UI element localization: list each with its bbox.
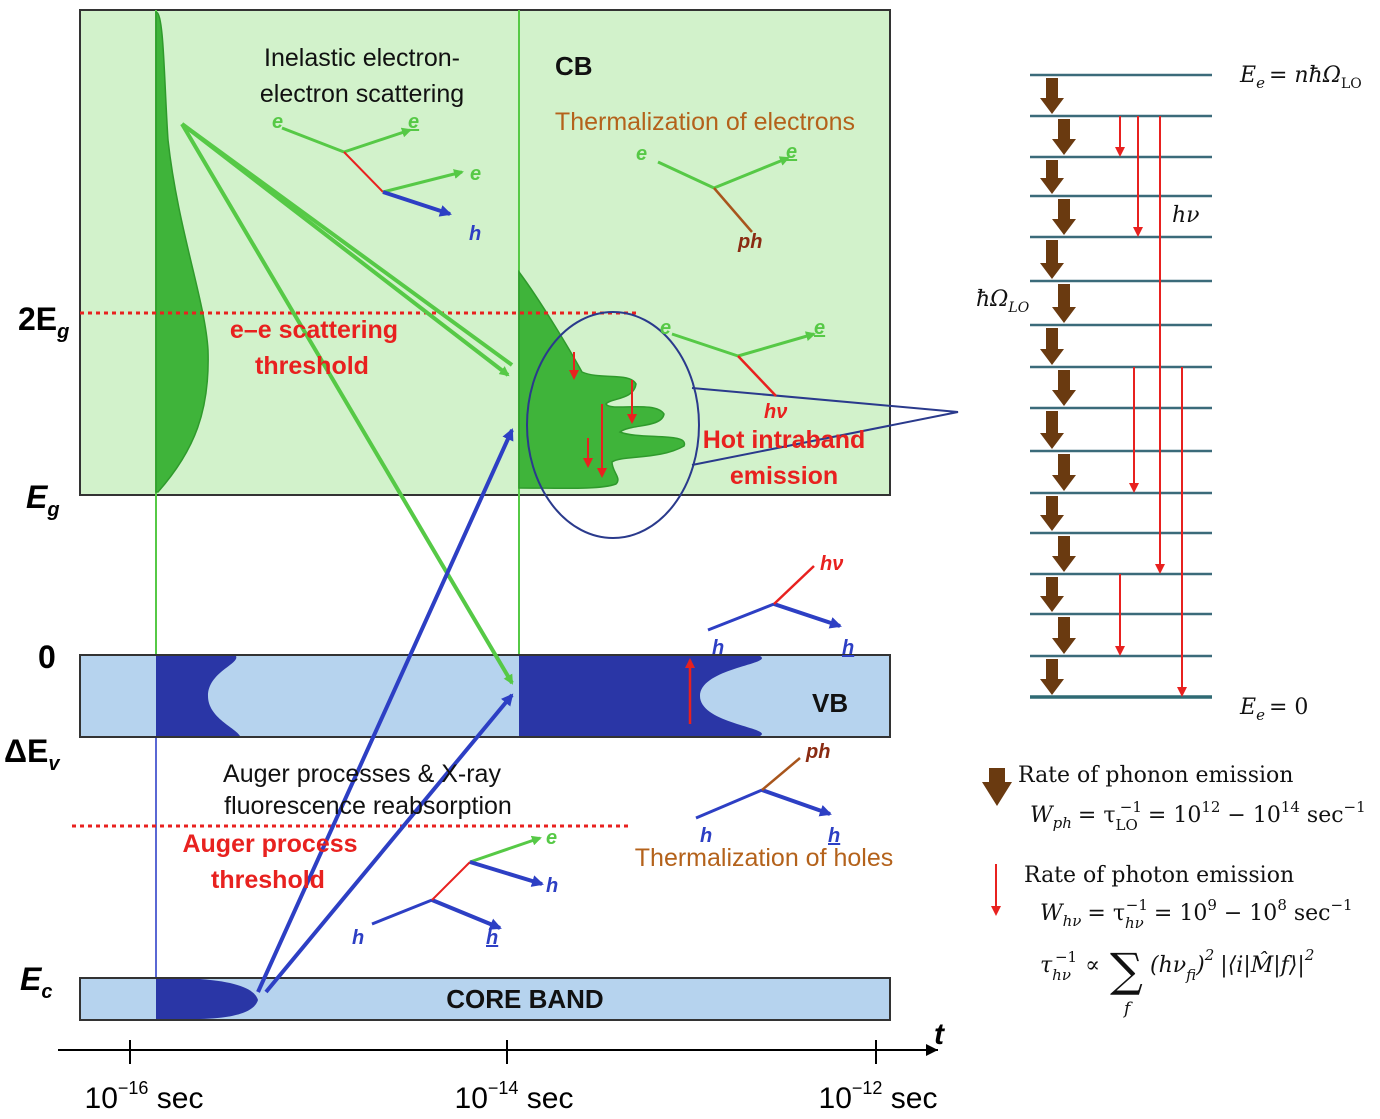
sum-symbol: ∑: [1110, 943, 1143, 997]
sum-index: f: [1122, 999, 1133, 1019]
particle-e: e: [814, 317, 825, 339]
photon-rate-proportionality: τhν−1∝: [1040, 948, 1100, 984]
label-delta-ev: ΔEv: [4, 733, 61, 775]
core-band-label: CORE BAND: [446, 984, 603, 1014]
particle-ph: ph: [805, 741, 830, 763]
phonon-legend-arrow: [982, 768, 1012, 806]
phonon-arrow: [1040, 160, 1064, 194]
phonon-arrow: [1052, 370, 1076, 406]
phonon-arrow: [1052, 454, 1076, 491]
core-excitation-arrow: [256, 428, 514, 993]
auger-vertex: [371, 835, 544, 930]
conduction-band: [79, 9, 891, 496]
particle-e: e: [636, 143, 647, 165]
label-zero: 0: [38, 639, 56, 675]
particle-e: e: [272, 111, 283, 133]
particle-e: e: [470, 163, 481, 185]
zoom-callout: [691, 387, 959, 466]
vb-hole-distribution-late: [519, 656, 762, 736]
particle-h: h: [352, 927, 364, 949]
label-2eg: 2Eg: [18, 301, 69, 343]
cascade-arrow: [180, 122, 514, 367]
ladder-photon-label: hν: [1172, 203, 1200, 228]
particle-h: h: [469, 223, 481, 245]
photon-legend-formula: Whν= τhν−1= 109 − 108 sec−1: [1040, 896, 1353, 932]
ee-threshold-label-line2: threshold: [255, 352, 369, 380]
particle-e: e: [408, 111, 419, 133]
vb-hole-distribution-early: [156, 656, 240, 736]
ladder-bottom-label: Ee= 0: [1239, 695, 1308, 724]
time-axis-arrow: [926, 1044, 938, 1056]
phonon-arrow: [1040, 659, 1064, 695]
photon-rate-terms: (hνfi)2|⟨i|M̂|f⟩|2: [1150, 946, 1314, 984]
particle-hv: hν: [820, 553, 843, 575]
particle-h: h: [842, 637, 854, 659]
particle-e: e: [546, 827, 557, 849]
phonon-arrow: [1040, 240, 1064, 279]
electron-photon-vertex: [671, 331, 816, 397]
hot-emission-label-line2: emission: [730, 462, 838, 490]
therm-electrons-label: Thermalization of electrons: [555, 108, 855, 136]
auger-threshold-label-line1: Auger process: [182, 830, 357, 858]
phonon-arrow: [1052, 284, 1076, 323]
particle-e: e: [660, 317, 671, 339]
auger-label-line2: fluorescence reabsorption: [224, 792, 512, 820]
particle-hv: hν: [764, 401, 787, 423]
particle-h: h: [700, 825, 712, 847]
particle-h: h: [712, 637, 724, 659]
core-excitation-arrow: [264, 693, 514, 994]
vb-label: VB: [812, 688, 848, 718]
phonon-arrow: [1040, 411, 1064, 449]
tick-label-1e-16: 10−16 sec: [85, 1078, 204, 1115]
phonon-arrow: [1040, 577, 1064, 612]
electron-phonon-vertex: [657, 156, 790, 233]
phonon-legend-title: Rate of phonon emission: [1018, 763, 1293, 788]
particle-h: h: [486, 927, 498, 949]
phonon-arrow: [1052, 119, 1076, 155]
hole-phonon-vertex: [695, 757, 832, 820]
particle-h: h: [546, 875, 558, 897]
hole-photon-vertex: [707, 565, 842, 632]
auger-threshold-label-line2: threshold: [211, 866, 325, 894]
time-axis-label: t: [934, 1018, 946, 1051]
tick-label-1e-14: 10−14 sec: [455, 1078, 574, 1115]
phonon-arrow: [1040, 328, 1064, 365]
photon-legend-title: Rate of photon emission: [1024, 863, 1294, 888]
energy-ladder: [1030, 73, 1212, 699]
thermalized-electron-distribution: [518, 269, 685, 490]
ladder-top-label: Ee= nħΩLO: [1239, 63, 1362, 92]
phonon-arrow: [1052, 199, 1076, 235]
particle-e: e: [786, 141, 797, 163]
ee-scattering-vertex: [281, 126, 464, 217]
auger-label-line1: Auger processes & X-ray: [223, 760, 501, 788]
inelastic-label-line1: Inelastic electron-: [264, 44, 460, 72]
cb-label: CB: [555, 51, 593, 81]
phonon-arrow: [1052, 617, 1076, 654]
therm-holes-label: Thermalization of holes: [635, 844, 893, 872]
cascade-arrow: [180, 122, 514, 685]
phonon-legend-formula: Wph= τLO−1= 1012 − 1014 sec−1: [1030, 798, 1366, 834]
phonon-arrow: [1052, 536, 1076, 572]
inelastic-label-line2: electron scattering: [260, 80, 464, 108]
early-electron-distribution: [155, 11, 209, 493]
label-eg: Eg: [26, 479, 60, 521]
ee-threshold-label-line1: e–e scattering: [230, 316, 398, 344]
hot-emission-label-line1: Hot intraband: [703, 426, 866, 454]
zoom-ellipse: [526, 311, 700, 539]
label-ec: Ec: [20, 961, 52, 1003]
particle-ph: ph: [737, 231, 762, 253]
phonon-arrow: [1040, 496, 1064, 531]
tick-label-1e-12: 10−12 sec: [819, 1078, 938, 1115]
particle-h: h: [828, 825, 840, 847]
ladder-phonon-label: ħΩLO: [976, 287, 1030, 316]
core-hole-distribution: [156, 979, 258, 1019]
phonon-arrow: [1040, 78, 1064, 114]
